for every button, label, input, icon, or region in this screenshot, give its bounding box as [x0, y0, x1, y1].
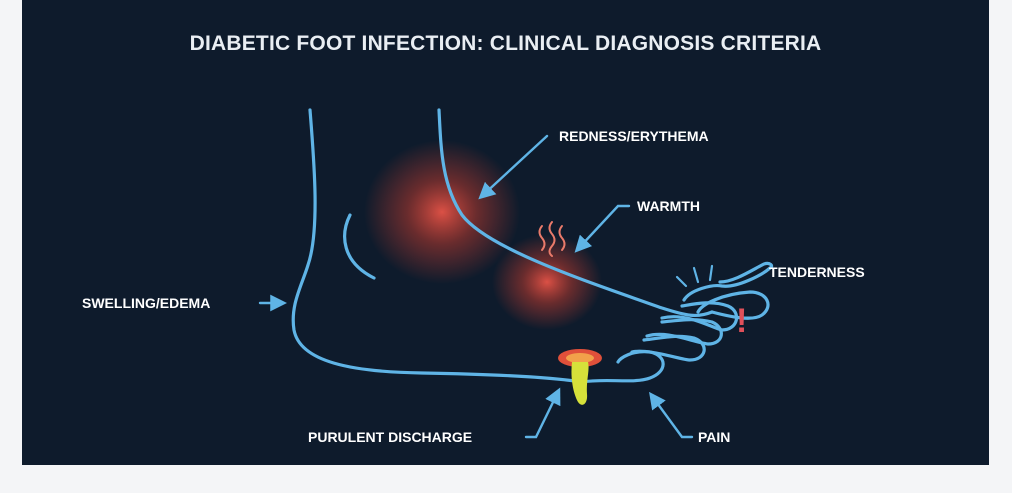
discharge-arrow	[526, 392, 558, 437]
label-warmth: WARMTH	[637, 198, 700, 214]
warmth-arrow	[578, 206, 629, 249]
foot-illustration	[22, 0, 989, 465]
tenderness-ticks	[677, 266, 712, 286]
label-pain: PAIN	[698, 429, 730, 445]
toe-outline	[647, 320, 721, 344]
pain-arrow	[652, 396, 692, 437]
label-tenderness: TENDERNESS	[769, 264, 865, 280]
label-discharge: PURULENT DISCHARGE	[308, 429, 472, 445]
tenderness-alert-mark: !	[736, 304, 747, 338]
label-redness: REDNESS/ERYTHEMA	[559, 128, 709, 144]
purulent-discharge-icon	[558, 349, 602, 405]
label-swelling: SWELLING/EDEMA	[82, 295, 210, 311]
diagram-panel: DIABETIC FOOT INFECTION: CLINICAL DIAGNO…	[22, 0, 989, 465]
